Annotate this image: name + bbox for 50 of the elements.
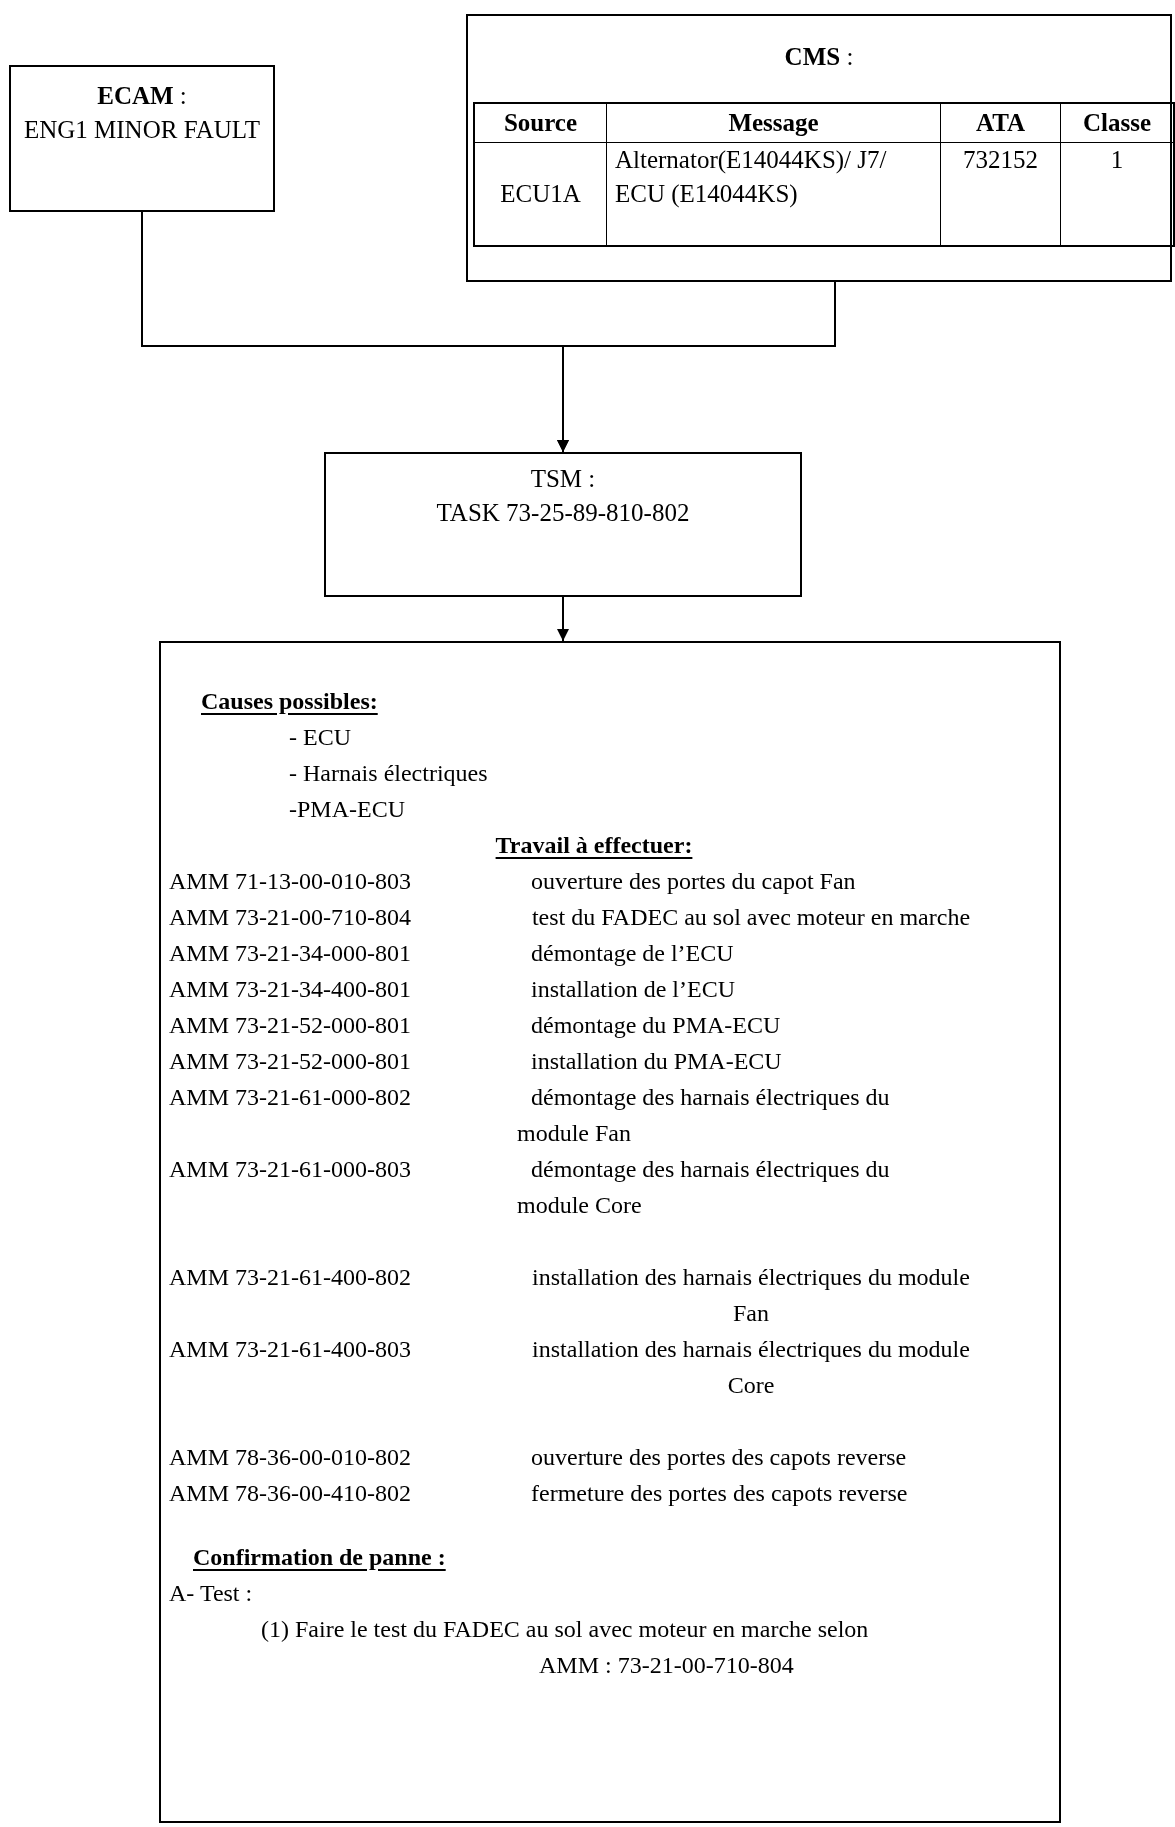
process-box	[324, 452, 802, 597]
task-reference: AMM 73-21-61-000-802	[169, 1084, 411, 1110]
process-box	[9, 65, 275, 212]
task-description: démontage des harnais électriques du module Core	[517, 1156, 890, 1218]
task-reference: TASK 73-25-89-810-802	[436, 498, 690, 528]
task-description: ouverture des portes des capots reverse	[531, 1444, 907, 1470]
task-description: démontage du PMA-ECU	[531, 1012, 781, 1038]
task-description: installation des harnais électriques du module Core	[532, 1336, 970, 1398]
node-heading: CMS :	[784, 42, 854, 72]
table-cell-text: ECU1A	[500, 179, 581, 209]
task-reference: AMM 73-21-52-000-801	[169, 1048, 411, 1074]
column-header: Classe	[1082, 108, 1152, 139]
process-box	[466, 14, 1172, 282]
task-reference: AMM 73-21-34-400-801	[169, 976, 411, 1002]
arrow	[557, 596, 569, 642]
table-cell-text: 1	[1110, 145, 1124, 175]
task-description: démontage de l’ECU	[531, 940, 734, 966]
node-heading: TSM :	[530, 464, 596, 494]
list-item: - ECU	[289, 724, 351, 750]
procedure-box	[159, 641, 1061, 1823]
task-description: installation de l’ECU	[531, 976, 735, 1002]
table-cell-text: 732152	[963, 145, 1038, 175]
task-reference: AMM : 73-21-00-710-804	[539, 1651, 794, 1680]
section-heading: Confirmation de panne :	[193, 1544, 446, 1570]
section-heading: Causes possibles:	[201, 688, 378, 714]
node-heading: ECAM :	[97, 81, 187, 111]
task-reference: AMM 73-21-34-000-801	[169, 940, 411, 966]
task-description: test du FADEC au sol avec moteur en marche	[531, 904, 971, 930]
task-reference: AMM 71-13-00-010-803	[169, 868, 411, 894]
task-description: fermeture des portes des capots reverse	[531, 1480, 908, 1506]
message-text: ENG1 MINOR FAULT	[23, 115, 261, 145]
table-cell-text: Alternator(E14044KS)/ J7/ ECU (E14044KS)	[615, 145, 888, 210]
task-reference: AMM 73-21-52-000-801	[169, 1012, 411, 1038]
arrow	[557, 281, 836, 453]
task-reference: AMM 73-21-61-400-802	[169, 1264, 411, 1290]
task-reference: AMM 73-21-61-000-803	[169, 1156, 411, 1182]
task-description: ouverture des portes du capot Fan	[531, 868, 856, 894]
task-reference: AMM 73-21-61-400-803	[169, 1336, 411, 1362]
task-reference: AMM 78-36-00-010-802	[169, 1444, 411, 1470]
column-header: ATA	[975, 108, 1026, 139]
section-heading: Travail à effectuer:	[495, 832, 693, 858]
task-reference: AMM 78-36-00-410-802	[169, 1480, 411, 1506]
list-item: -PMA-ECU	[289, 796, 405, 822]
task-reference: AMM 73-21-00-710-804	[169, 904, 411, 930]
column-header: Source	[503, 108, 578, 139]
list-item: - Harnais électriques	[289, 760, 488, 786]
step-instruction: (1) Faire le test du FADEC au sol avec moteur en marche selon	[261, 1616, 869, 1642]
task-description: installation du PMA-ECU	[531, 1048, 782, 1074]
step-label: A- Test :	[169, 1580, 253, 1606]
column-header: Message	[728, 108, 819, 139]
